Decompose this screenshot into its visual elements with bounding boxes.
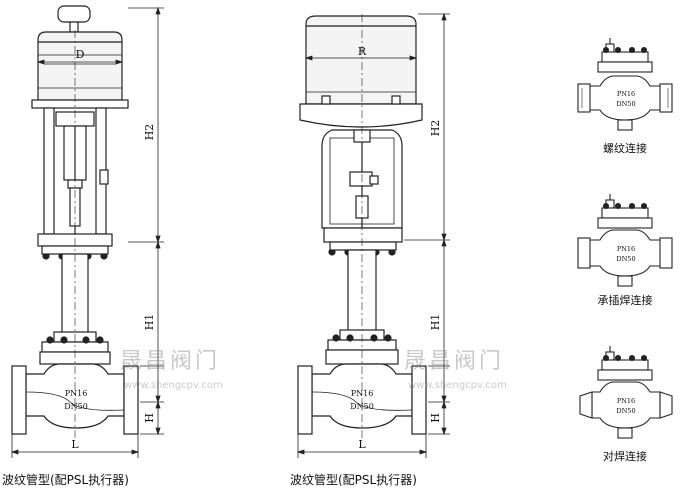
actuator-cover — [37, 31, 123, 101]
figure-1-pn-label: PN16 — [65, 389, 88, 398]
handwheel — [57, 5, 91, 23]
yoke — [43, 107, 55, 235]
watermark-url-right: www.shengcpv.com — [408, 380, 507, 391]
figure-2-dim-base: H — [429, 413, 442, 423]
watermark-brand-right: 晟昌阀门 — [404, 349, 504, 374]
connection-threaded-pn: PN16 — [617, 90, 635, 98]
connection-threaded-label: 螺纹连接 — [603, 141, 647, 155]
figure-1-top-dim: D — [76, 48, 85, 61]
connection-threaded-dn: DN50 — [616, 100, 635, 108]
connection-socket-pn: PN16 — [617, 245, 635, 253]
figure-1-dim-base: H — [143, 413, 156, 423]
connection-butt-label: 对焊连接 — [603, 449, 647, 463]
left-flange-2 — [297, 365, 313, 435]
connection-socket-weld — [577, 194, 673, 287]
figure-1 — [11, 5, 139, 440]
figure-1-dim-lower: H1 — [143, 314, 156, 331]
figure-2-dn-label: DN50 — [350, 402, 374, 411]
figure-1-dimensions — [10, 6, 164, 458]
figure-2-top-dim: R — [358, 45, 367, 58]
connection-butt-pn: PN16 — [617, 397, 635, 405]
figure-1-dim-length: L — [71, 438, 79, 451]
actuator-housing — [305, 15, 417, 105]
left-flange — [11, 365, 27, 435]
figure-2-caption: 波纹管型(配PSL执行器) — [290, 472, 417, 487]
connection-socket-label: 承插焊连接 — [598, 293, 653, 307]
figure-1-dn-label: DN50 — [64, 402, 88, 411]
connection-socket-dn: DN50 — [616, 255, 635, 263]
figure-2-dim-upper: H2 — [429, 120, 442, 137]
figure-2 — [297, 14, 427, 440]
watermark-left: 晟昌阀门 www.shengcpv.com — [120, 349, 223, 391]
connection-butt-weld — [579, 346, 673, 439]
watermark-right: 晟昌阀门 www.shengcpv.com — [404, 349, 507, 391]
watermark-brand-left: 晟昌阀门 — [120, 349, 220, 374]
watermark-url-left: www.shengcpv.com — [124, 380, 223, 391]
figure-2-pn-label: PN16 — [351, 389, 374, 398]
figure-2-dim-lower: H1 — [429, 314, 442, 331]
connection-threaded — [577, 38, 673, 131]
figure-2-dim-length: L — [358, 438, 366, 451]
figure-1-dim-upper: H2 — [143, 124, 156, 141]
right-flange-2 — [411, 365, 427, 435]
figure-2-dimensions — [296, 12, 450, 458]
figure-1-caption: 波纹管型(配PSL执行器) — [2, 472, 129, 487]
right-flange — [123, 365, 139, 435]
connection-butt-dn: DN50 — [616, 407, 635, 415]
